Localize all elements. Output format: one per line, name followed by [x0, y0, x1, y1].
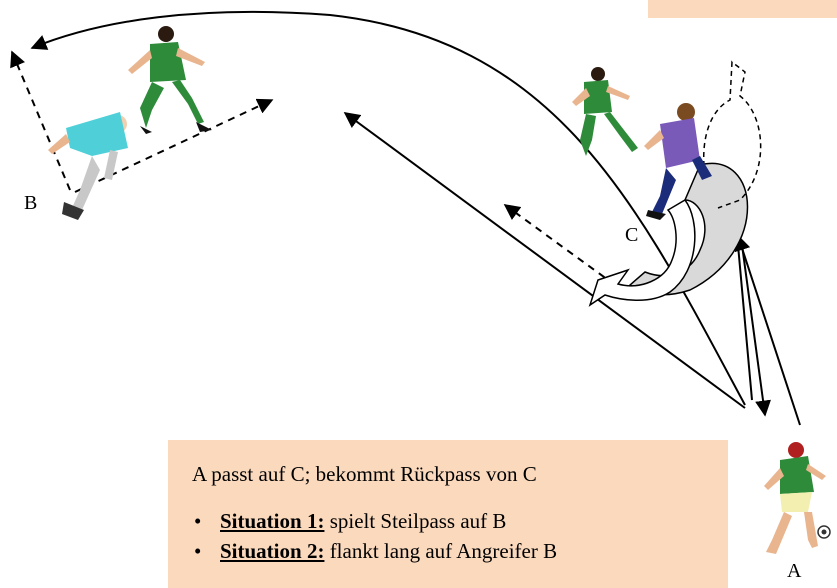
- bullet-icon: •: [194, 539, 202, 563]
- bullet-icon: •: [194, 509, 202, 533]
- label-c: C: [625, 224, 639, 246]
- situation-item: • Situation 2: flankt lang auf Angreifer…: [194, 539, 728, 563]
- top-info-box: [648, 0, 837, 18]
- c-turn-arrow-white: [588, 199, 696, 307]
- situation-title: Situation 1:: [220, 509, 325, 533]
- situation-text: spielt Steilpass auf B: [324, 509, 507, 533]
- situation-text: flankt lang auf Angreifer B: [324, 539, 558, 563]
- info-line: A passt auf C; bekommt Rückpass von C: [192, 462, 537, 486]
- label-b: B: [24, 192, 38, 214]
- label-a: A: [787, 560, 802, 582]
- c-turn-dashed-outline: [703, 60, 762, 209]
- defender-green-top-left: [128, 26, 212, 134]
- return-pass-helper-line: [737, 244, 753, 401]
- situation-title: Situation 2:: [220, 539, 325, 563]
- attacker-b-cyan: [48, 112, 128, 220]
- b-run-dashed-arrow-right: [74, 98, 274, 193]
- return-pass-c-to-a-arrow: [741, 244, 771, 417]
- through-pass-arrow: [343, 112, 746, 409]
- situation-item: • Situation 1: spielt Steilpass auf B: [194, 509, 728, 533]
- info-box: A passt auf C; bekommt Rückpass von C • …: [168, 440, 728, 588]
- c-run-dashed-arrow: [503, 204, 616, 286]
- pass-a-to-c-arrow: [734, 234, 801, 426]
- b-run-dashed-arrow-up: [10, 50, 71, 191]
- player-a-green: [764, 442, 831, 554]
- long-cross-pass-arrow: [30, 10, 746, 406]
- situation-list: • Situation 1: spielt Steilpass auf B • …: [192, 509, 728, 563]
- player-c-purple: [644, 103, 712, 220]
- defender-green-near-c: [572, 67, 638, 156]
